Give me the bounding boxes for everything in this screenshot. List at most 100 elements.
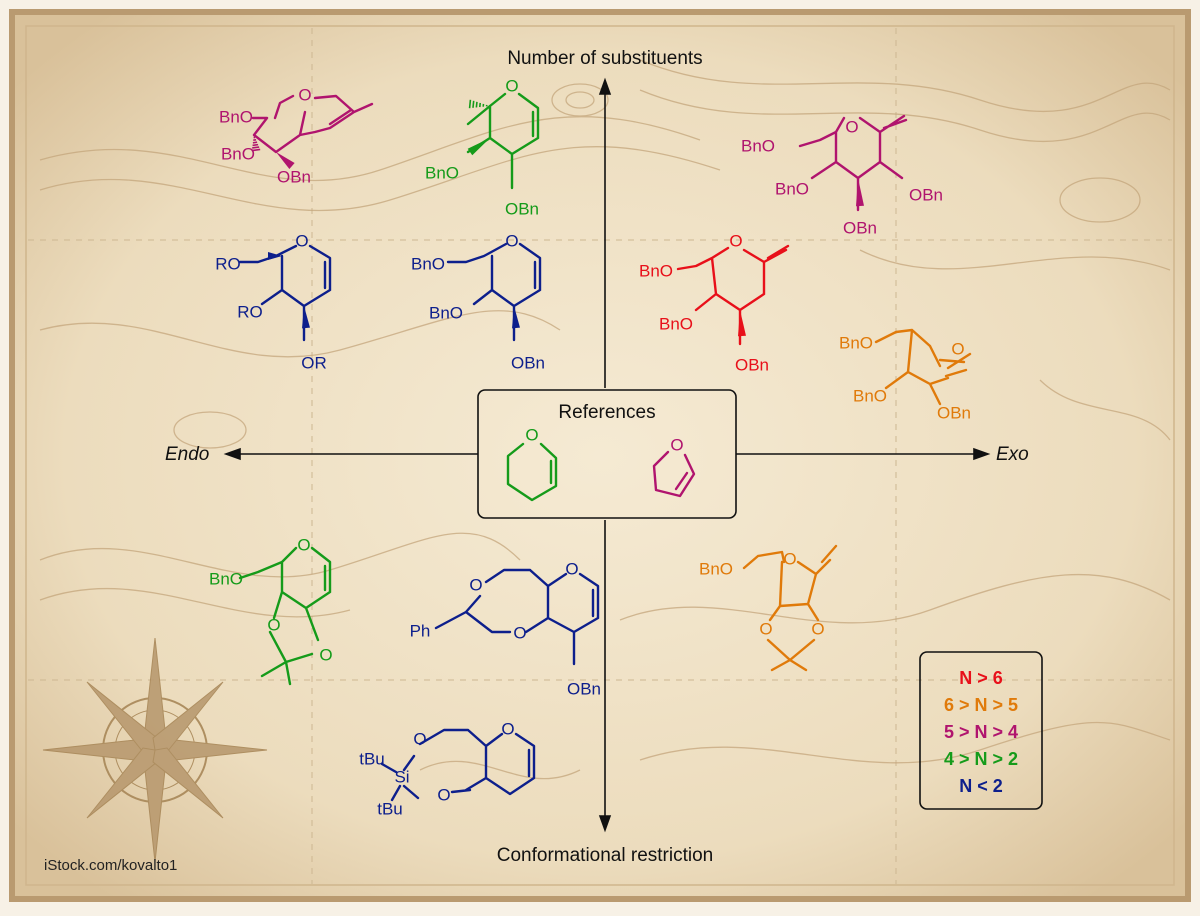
atom-label: O xyxy=(413,729,426,748)
bond-lines xyxy=(238,546,332,686)
wedge-bond xyxy=(738,310,746,337)
hashed-bond xyxy=(468,99,488,109)
atom-label: BnO xyxy=(411,254,445,273)
wedge-bond xyxy=(276,152,295,170)
molecule-magenta-glycal: BnO O BnO OBn xyxy=(219,85,374,186)
bond-lines xyxy=(874,328,972,406)
bond-lines xyxy=(466,92,540,190)
atom-label: O xyxy=(298,85,311,104)
atom-label: O xyxy=(513,623,526,642)
atom-label: OBn xyxy=(909,185,943,204)
atom-label: O xyxy=(670,435,683,454)
wedge-bond xyxy=(268,252,282,260)
atom-label: BnO xyxy=(425,163,459,182)
wedge-bond xyxy=(856,178,864,207)
atom-label: BnO xyxy=(219,107,253,126)
atom-label: O xyxy=(505,231,518,250)
atom-label: O xyxy=(295,231,308,250)
bond-lines xyxy=(251,94,374,154)
bond-lines xyxy=(506,442,558,502)
atom-label: OBn xyxy=(567,679,601,698)
legend-4-n-2: 4 > N > 2 xyxy=(944,749,1018,769)
bond-lines xyxy=(446,242,542,342)
legend-5-n-4: 5 > N > 4 xyxy=(944,722,1018,742)
structures: BnOOBnOOBnOBnOOBnROOROORBnOOBnOOBnBnOOBn… xyxy=(209,76,972,818)
atom-label: O xyxy=(783,549,796,568)
atom-label: O xyxy=(811,619,824,638)
atom-label: RO xyxy=(237,302,263,321)
atom-label: O xyxy=(267,615,280,634)
atom-label: BnO xyxy=(429,303,463,322)
molecule-blue-glucal-ro: RO O RO OR xyxy=(215,231,332,372)
axis-label-left: Endo xyxy=(165,444,209,465)
atom-label: OBn xyxy=(735,355,769,374)
atom-label: BnO xyxy=(775,179,809,198)
bond-lines xyxy=(434,568,600,666)
atom-label: O xyxy=(501,719,514,738)
bond-lines xyxy=(380,728,536,802)
atom-label: O xyxy=(437,785,450,804)
references-title: References xyxy=(558,402,655,423)
map-grid xyxy=(28,28,1172,884)
atom-label: OBn xyxy=(843,218,877,237)
wedge-bond xyxy=(302,306,310,329)
atom-label: Ph xyxy=(410,621,431,640)
atom-label: O xyxy=(469,575,482,594)
atom-label: Si xyxy=(394,767,409,786)
molecule-orange-exo-furanose: BnO O BnO OBn xyxy=(839,328,972,422)
compass-rose-icon xyxy=(42,637,268,863)
hashed-bond xyxy=(251,136,261,152)
atom-label: O xyxy=(319,645,332,664)
legend-n-lt-2: N < 2 xyxy=(959,776,1003,796)
atom-label: O xyxy=(565,559,578,578)
bond-lines xyxy=(238,244,332,342)
molecule-red-exo-pyranose: BnO O BnO OBn xyxy=(639,231,790,374)
atom-label: O xyxy=(525,425,538,444)
atom-label: O xyxy=(505,76,518,95)
molecule-green-rhamnal: O BnO OBn xyxy=(425,76,540,218)
bond-lines xyxy=(676,244,790,346)
references-box xyxy=(477,389,737,519)
bond-lines xyxy=(742,544,838,672)
atom-label: BnO xyxy=(659,314,693,333)
image-credit: iStock.com/kovalto1 xyxy=(44,857,177,874)
atom-label: BnO xyxy=(741,136,775,155)
legend-6-n-5: 6 > N > 5 xyxy=(944,695,1018,715)
atom-label: BnO xyxy=(639,261,673,280)
axis-label-bottom: Conformational restriction xyxy=(497,845,713,866)
atom-label: OBn xyxy=(511,353,545,372)
legend-box xyxy=(919,651,1043,810)
molecule-orange-acetonide-furanose: BnO O O O xyxy=(699,544,838,672)
atom-label: O xyxy=(845,117,858,136)
atom-label: RO xyxy=(215,254,241,273)
reference-dihydropyran: O xyxy=(506,425,558,502)
wedge-bond xyxy=(512,306,520,329)
legend-n-gt-6: N > 6 xyxy=(959,668,1003,688)
axis-label-right: Exo xyxy=(996,444,1029,465)
atom-label: OBn xyxy=(937,403,971,422)
atom-label: OR xyxy=(301,353,327,372)
atom-label: BnO xyxy=(853,386,887,405)
contour-lines xyxy=(39,59,1171,780)
molecule-blue-glucal-bno: BnO O BnO OBn xyxy=(411,231,545,372)
atom-label: BnO xyxy=(699,559,733,578)
atom-label: tBu xyxy=(377,799,403,818)
atom-label: BnO xyxy=(839,333,873,352)
axes xyxy=(223,77,991,833)
axis-label-top: Number of substituents xyxy=(507,48,702,69)
atom-label: O xyxy=(297,535,310,554)
atom-label: O xyxy=(951,339,964,358)
atom-label: OBn xyxy=(505,199,539,218)
atom-label: O xyxy=(729,231,742,250)
wedge-bond xyxy=(467,138,490,156)
bond-lines xyxy=(652,450,696,498)
atom-label: BnO xyxy=(221,144,255,163)
atom-label: OBn xyxy=(277,167,311,186)
atom-label: BnO xyxy=(209,569,243,588)
atom-label: O xyxy=(759,619,772,638)
atom-label: tBu xyxy=(359,749,385,768)
